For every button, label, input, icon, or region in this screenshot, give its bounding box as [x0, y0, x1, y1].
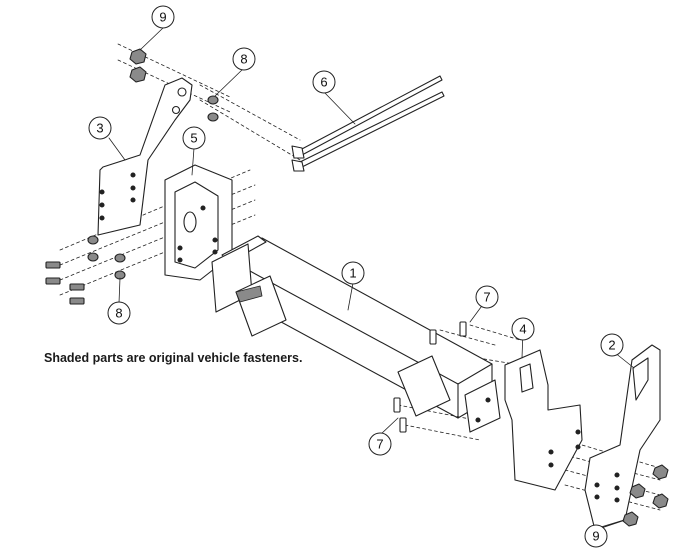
callout-label: 6 — [320, 75, 327, 90]
callout-label: 9 — [592, 529, 599, 544]
callout-label: 7 — [376, 437, 383, 452]
callout-4: 4 — [511, 317, 535, 341]
callout-9-bottom: 9 — [584, 524, 608, 548]
callout-3: 3 — [88, 116, 112, 140]
callout-label: 4 — [519, 322, 526, 337]
callout-6: 6 — [312, 70, 336, 94]
callout-label: 1 — [349, 266, 356, 281]
fasteners — [45, 48, 669, 527]
callout-label: 8 — [115, 306, 122, 321]
plate-small — [464, 379, 501, 433]
callout-8-bottom: 8 — [107, 301, 131, 325]
callout-1: 1 — [341, 261, 365, 285]
callout-label: 2 — [608, 338, 615, 353]
part-2-right-bracket — [584, 344, 661, 531]
callout-label: 7 — [483, 290, 490, 305]
part-6-rods — [291, 75, 445, 172]
part-3-left-bracket — [97, 77, 193, 236]
callout-label: 5 — [190, 131, 197, 146]
callout-9-top: 9 — [151, 5, 175, 29]
callout-2: 2 — [600, 333, 624, 357]
callout-7-bottom: 7 — [368, 432, 392, 456]
callout-label: 8 — [240, 52, 247, 67]
part-4-middle-bracket — [504, 349, 583, 491]
part-1-cross-beam — [211, 235, 493, 419]
callout-5: 5 — [182, 126, 206, 150]
callout-label: 9 — [159, 10, 166, 25]
callout-7-right: 7 — [475, 285, 499, 309]
callout-label: 3 — [96, 121, 103, 136]
callout-8-top: 8 — [232, 47, 256, 71]
shaded-parts-note: Shaded parts are original vehicle fasten… — [44, 351, 303, 365]
